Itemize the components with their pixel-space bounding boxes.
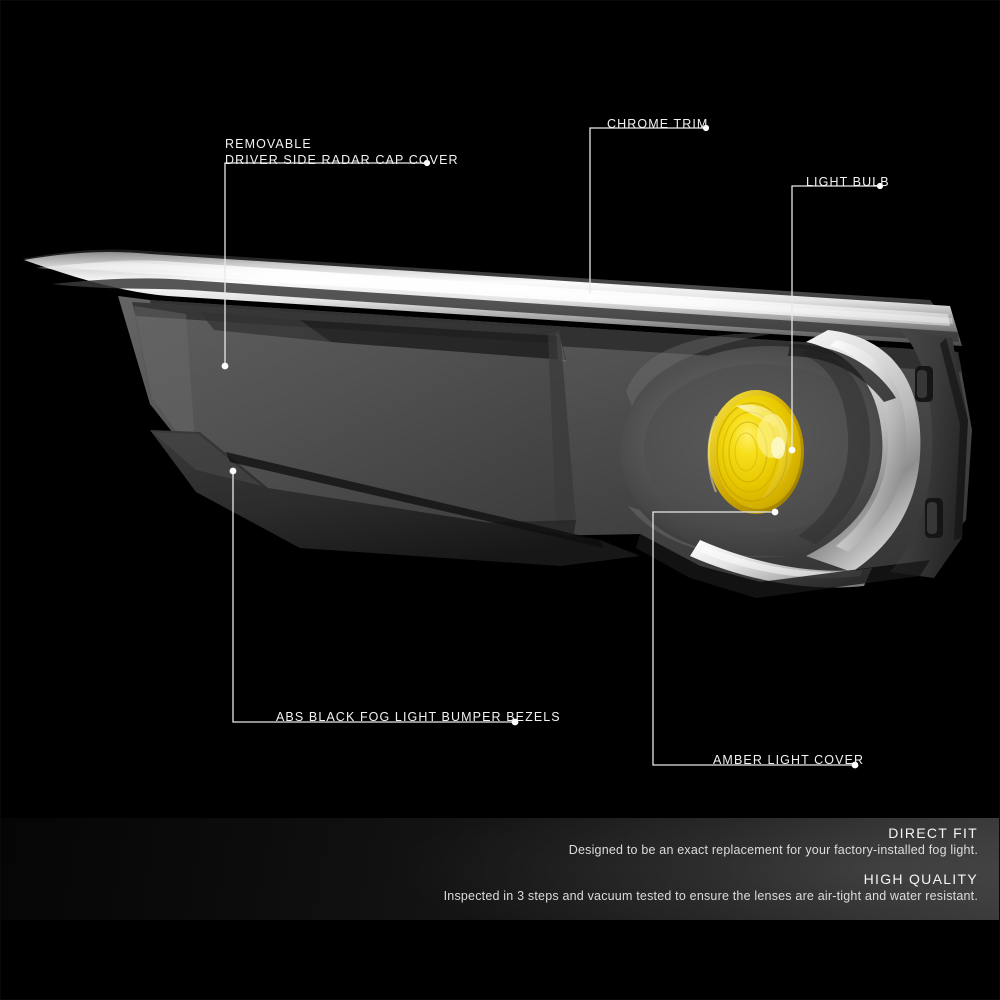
callout-line-1: ABS BLACK FOG LIGHT BUMPER BEZELS bbox=[276, 710, 561, 724]
mounting-flange bbox=[890, 330, 968, 578]
radar-cap-vent-slot bbox=[300, 320, 566, 360]
callout-label-removable-driver-side-radar-cap-cover: REMOVABLE DRIVER SIDE RADAR CAP COVER bbox=[225, 137, 459, 168]
dot-radar-cap-label bbox=[423, 159, 431, 167]
feature-description: Inspected in 3 steps and vacuum tested t… bbox=[443, 889, 978, 903]
leader-chrome-trim bbox=[589, 127, 706, 297]
feature-description: Designed to be an exact replacement for … bbox=[568, 843, 978, 857]
leader-light-bulb bbox=[791, 185, 880, 450]
dot-chrome-trim-target bbox=[586, 293, 594, 301]
dot-radar-cap-target bbox=[221, 362, 229, 370]
lower-splitter-lip bbox=[150, 430, 640, 566]
callout-line-2: DRIVER SIDE RADAR CAP COVER bbox=[225, 152, 459, 167]
feature-direct-fit: DIRECT FIT Designed to be an exact repla… bbox=[569, 824, 978, 859]
dot-light-bulb-label bbox=[876, 182, 884, 190]
callout-line-1: CHROME TRIM bbox=[607, 117, 709, 131]
radar-cap-right-edge bbox=[548, 330, 576, 524]
chrome-trim-specular bbox=[36, 262, 953, 324]
callout-label-chrome-trim: CHROME TRIM bbox=[607, 117, 708, 132]
bezel-bottom-shadow bbox=[636, 534, 930, 598]
callout-label-abs-black-fog-light-bumper-bezels: ABS BLACK FOG LIGHT BUMPER BEZELS bbox=[276, 710, 561, 725]
dot-amber-cover-label bbox=[851, 761, 859, 769]
feature-title: HIGH QUALITY bbox=[863, 871, 978, 887]
dot-chrome-trim-label bbox=[702, 124, 710, 132]
chrome-upper-gap bbox=[788, 344, 896, 402]
callout-leader-lines bbox=[224, 127, 880, 766]
dot-bumper-bezels-label bbox=[511, 718, 519, 726]
flange-slot-top-inner bbox=[917, 370, 927, 398]
dot-light-bulb-target bbox=[788, 446, 796, 454]
callout-label-amber-light-cover: AMBER LIGHT COVER bbox=[713, 753, 864, 768]
radar-cap-left-facet bbox=[134, 306, 196, 458]
feature-high-quality: HIGH QUALITY Inspected in 3 steps and va… bbox=[444, 870, 978, 905]
callout-leader-dots bbox=[221, 124, 884, 769]
radar-cap-vent-slot-left bbox=[200, 312, 332, 342]
leader-amber-cover bbox=[652, 511, 854, 766]
bowl-highlight-upper bbox=[626, 333, 770, 406]
callout-label-light-bulb: LIGHT BULB bbox=[806, 175, 890, 190]
chrome-trim-highlight bbox=[60, 260, 950, 326]
light-bulb-filament-reflection bbox=[771, 437, 785, 459]
chrome-surround-inner-shadow bbox=[798, 348, 871, 544]
bowl-highlight-lower bbox=[628, 506, 790, 558]
callout-line-1: AMBER LIGHT COVER bbox=[713, 753, 865, 767]
feature-title: DIRECT FIT bbox=[888, 825, 978, 841]
chrome-trim-groove bbox=[52, 278, 959, 342]
flange-outer-edge bbox=[940, 338, 968, 540]
callout-line-1: REMOVABLE bbox=[225, 137, 312, 151]
leader-radar-cap bbox=[224, 162, 427, 366]
lens-edge-highlight bbox=[707, 415, 717, 493]
banner-glow bbox=[0, 818, 1000, 920]
callout-line-1: LIGHT BULB bbox=[806, 175, 890, 189]
dot-amber-cover-target bbox=[771, 508, 779, 516]
lower-lip-shadow bbox=[226, 452, 604, 548]
flange-slot-bottom-inner bbox=[927, 502, 937, 534]
leader-bumper-bezels bbox=[232, 472, 514, 723]
dot-bumper-bezels-target bbox=[229, 467, 237, 475]
feature-banner: DIRECT FIT Designed to be an exact repla… bbox=[0, 818, 1000, 920]
